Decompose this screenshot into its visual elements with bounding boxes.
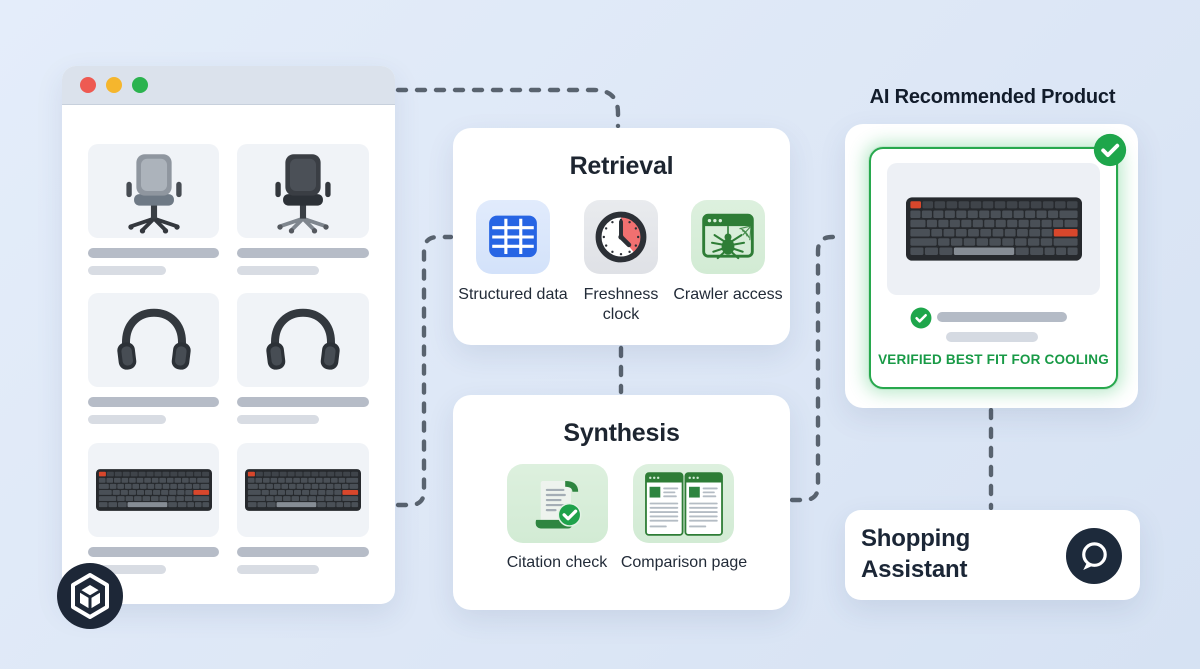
product-price-placeholder (88, 415, 166, 424)
product-card-chair-black[interactable] (237, 144, 369, 238)
product-card-keyboard-2[interactable] (237, 443, 369, 537)
recommended-product-image-panel (887, 163, 1100, 295)
comparison-page-tile (633, 464, 734, 543)
recommendation-heading: AI Recommended Product (869, 86, 1116, 108)
connector-browser-to-retrieval-top (395, 87, 621, 129)
recommended-subtitle-placeholder (946, 332, 1038, 342)
retrieval-card: Retrieval Structured data Freshness cloc… (453, 128, 790, 345)
brand-logo-icon[interactable] (57, 563, 123, 629)
headphones-image (106, 296, 202, 384)
retrieval-title: Retrieval (569, 152, 674, 180)
keyboard-image (905, 197, 1082, 261)
assistant-label: Shopping Assistant (861, 525, 971, 583)
product-title-placeholder (88, 397, 219, 407)
crawler-access-tile (691, 200, 765, 274)
product-title-placeholder (237, 397, 369, 407)
comparison-pages-icon (640, 471, 728, 537)
traffic-light-minimize[interactable] (106, 77, 122, 93)
keyboard-image (95, 469, 212, 511)
check-circle-icon (910, 307, 932, 329)
synthesis-title: Synthesis (563, 419, 680, 447)
office-chair-black-image (257, 145, 349, 237)
clock-icon (588, 204, 654, 270)
verified-check-badge-icon (1093, 133, 1127, 167)
headphones-image (255, 296, 351, 384)
synthesis-card: Synthesis Citation check Comparison page (453, 395, 790, 610)
crawler-access-label: Crawler access (673, 286, 783, 303)
product-price-placeholder (237, 266, 319, 275)
scroll-check-icon (522, 468, 594, 540)
product-title-placeholder (237, 248, 369, 258)
connector-synthesis-to-recommendation (789, 234, 846, 503)
assistant-card: Shopping Assistant (845, 510, 1140, 600)
citation-check-label: Citation check (506, 554, 608, 571)
traffic-light-close[interactable] (80, 77, 96, 93)
traffic-light-zoom[interactable] (132, 77, 148, 93)
product-price-placeholder (237, 415, 319, 424)
browser-window (62, 66, 395, 604)
freshness-clock-label: Freshness clock (583, 286, 659, 323)
comparison-page-label: Comparison page (620, 554, 748, 571)
browser-titlebar (62, 66, 395, 105)
recommended-title-placeholder (937, 312, 1067, 322)
product-title-placeholder (88, 547, 219, 557)
product-title-placeholder (237, 547, 369, 557)
structured-data-label: Structured data (458, 286, 568, 303)
verified-label: VERIFIED BEST FIT FOR COOLING (878, 352, 1109, 367)
recommendation-highlight-box: VERIFIED BEST FIT FOR COOLING (869, 147, 1118, 389)
product-card-headphones-2[interactable] (237, 293, 369, 387)
recommendation-card: VERIFIED BEST FIT FOR COOLING (845, 124, 1138, 408)
product-title-placeholder (88, 248, 219, 258)
product-card-headphones-1[interactable] (88, 293, 219, 387)
table-icon (482, 206, 544, 268)
product-price-placeholder (88, 266, 166, 275)
citation-check-tile (507, 464, 608, 543)
connector-browser-to-retrieval-left (395, 234, 454, 508)
product-price-placeholder (237, 565, 319, 574)
structured-data-tile (476, 200, 550, 274)
office-chair-gray-image (108, 145, 200, 237)
product-card-keyboard-1[interactable] (88, 443, 219, 537)
freshness-clock-tile (584, 200, 658, 274)
spider-icon (696, 205, 760, 269)
keyboard-image (245, 469, 361, 511)
product-price-placeholder (88, 565, 166, 574)
chat-bubble-icon[interactable] (1066, 528, 1122, 584)
product-card-chair-gray[interactable] (88, 144, 219, 238)
